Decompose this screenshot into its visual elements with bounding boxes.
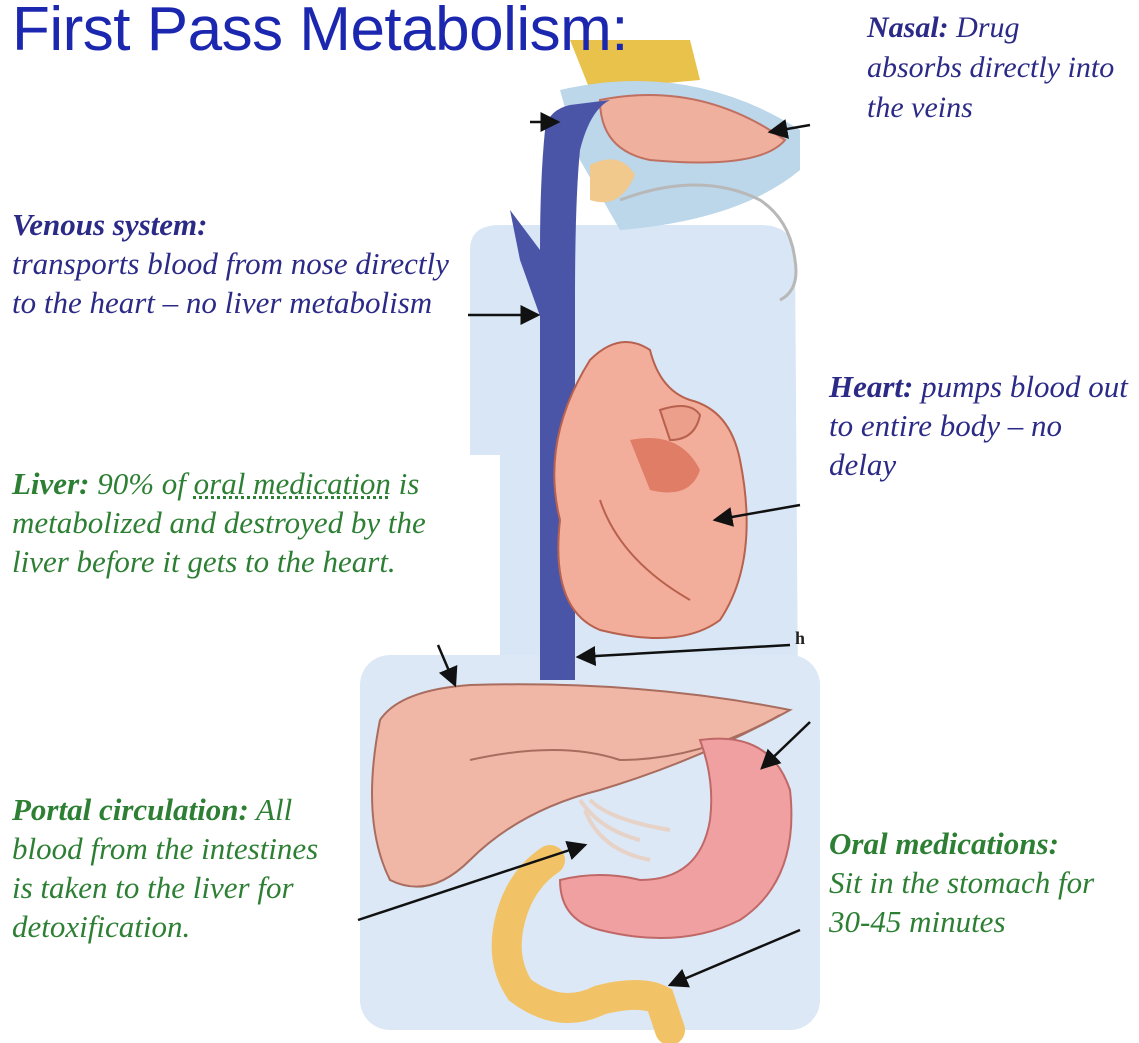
venous-text: transports blood from nose directly to t… (12, 246, 449, 320)
heart-heading: Heart: (829, 369, 913, 404)
oral-medications-label: Oral medications: Sit in the stomach for… (829, 824, 1139, 941)
venous-system-label: Venous system: transports blood from nos… (12, 205, 462, 322)
liver-underlined-text: oral medication (194, 466, 391, 501)
nasal-label: Nasal: Drug absorbs directly into the ve… (867, 8, 1117, 128)
nasal-heading: Nasal: (867, 11, 949, 44)
liver-text-a: 90% of (89, 466, 193, 501)
portal-heading: Portal circulation: (12, 792, 249, 827)
stray-mark: h (795, 628, 805, 649)
liver-heading: Liver: (12, 466, 89, 501)
heart-label: Heart: pumps blood out to entire body – … (829, 367, 1129, 484)
venous-heading: Venous system: (12, 207, 208, 242)
oral-heading: Oral medications: (829, 826, 1059, 861)
portal-circulation-label: Portal circulation: All blood from the i… (12, 790, 342, 946)
liver-label: Liver: 90% of oral medication is metabol… (12, 464, 472, 581)
page-title: First Pass Metabolism: (12, 0, 628, 65)
oral-text: Sit in the stomach for 30-45 minutes (829, 865, 1094, 939)
